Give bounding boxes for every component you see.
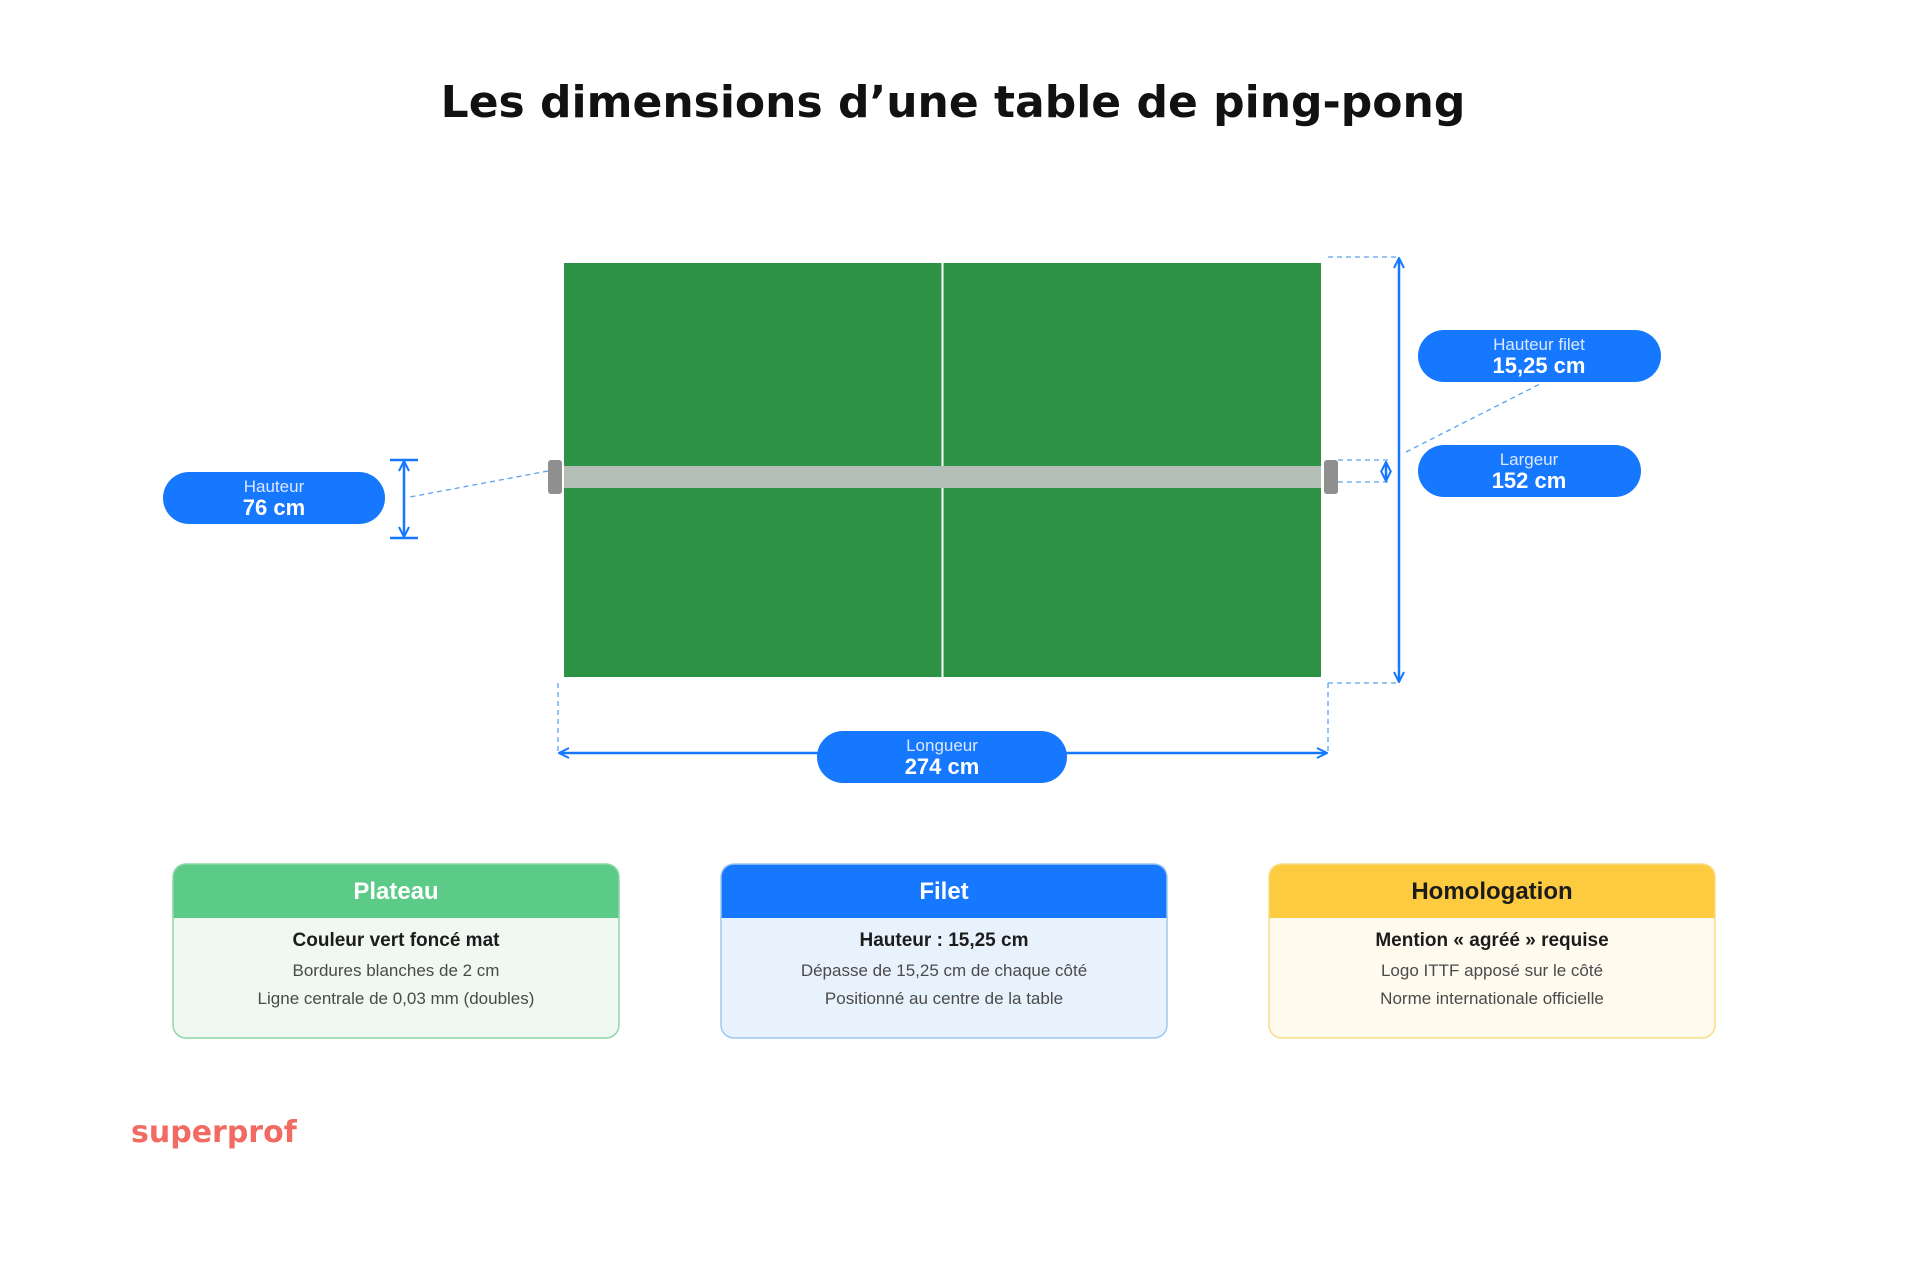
pill-hauteur-filet-label: Hauteur filet <box>1493 335 1585 354</box>
pill-largeur: Largeur 152 cm <box>1418 445 1641 497</box>
net <box>564 466 1321 488</box>
leader-hauteur <box>409 470 549 498</box>
card-filet-title: Filet <box>919 878 968 905</box>
card-plateau-line1: Bordures blanches de 2 cm <box>293 961 500 980</box>
card-homologation-line1: Logo ITTF apposé sur le côté <box>1381 961 1603 980</box>
card-filet-main: Hauteur : 15,25 cm <box>860 930 1029 951</box>
card-plateau-line2: Ligne centrale de 0,03 mm (doubles) <box>258 989 535 1008</box>
table-top <box>548 263 1338 677</box>
card-filet: Filet Hauteur : 15,25 cm Dépasse de 15,2… <box>720 863 1168 1039</box>
pill-longueur-value: 274 cm <box>905 754 980 779</box>
card-filet-line1: Dépasse de 15,25 cm de chaque côté <box>801 961 1087 980</box>
pill-hauteur-value: 76 cm <box>243 495 305 520</box>
net-post-right <box>1324 460 1338 494</box>
extension-lines <box>409 256 1541 752</box>
card-homologation-main: Mention « agréé » requise <box>1375 930 1608 951</box>
pill-largeur-value: 152 cm <box>1492 468 1567 493</box>
card-filet-line2: Positionné au centre de la table <box>825 989 1063 1008</box>
page-title: Les dimensions d’une table de ping-pong <box>441 77 1466 128</box>
net-post-left <box>548 460 562 494</box>
leader-hauteur-filet <box>1405 383 1541 453</box>
pill-longueur: Longueur 274 cm <box>817 731 1067 783</box>
superprof-logo: superprof <box>131 1115 298 1150</box>
pill-hauteur: Hauteur 76 cm <box>163 472 385 524</box>
pill-longueur-label: Longueur <box>906 736 978 755</box>
card-homologation: Homologation Mention « agréé » requise L… <box>1268 863 1716 1039</box>
pill-hauteur-label: Hauteur <box>244 477 305 496</box>
card-plateau-title: Plateau <box>353 878 438 905</box>
card-plateau: Plateau Couleur vert foncé mat Bordures … <box>172 863 620 1039</box>
pill-hauteur-filet: Hauteur filet 15,25 cm <box>1418 330 1661 382</box>
card-plateau-main: Couleur vert foncé mat <box>293 930 501 951</box>
card-homologation-line2: Norme internationale officielle <box>1380 989 1604 1008</box>
pill-hauteur-filet-value: 15,25 cm <box>1493 353 1586 378</box>
pill-largeur-label: Largeur <box>1500 450 1559 469</box>
card-homologation-title: Homologation <box>1411 878 1572 905</box>
